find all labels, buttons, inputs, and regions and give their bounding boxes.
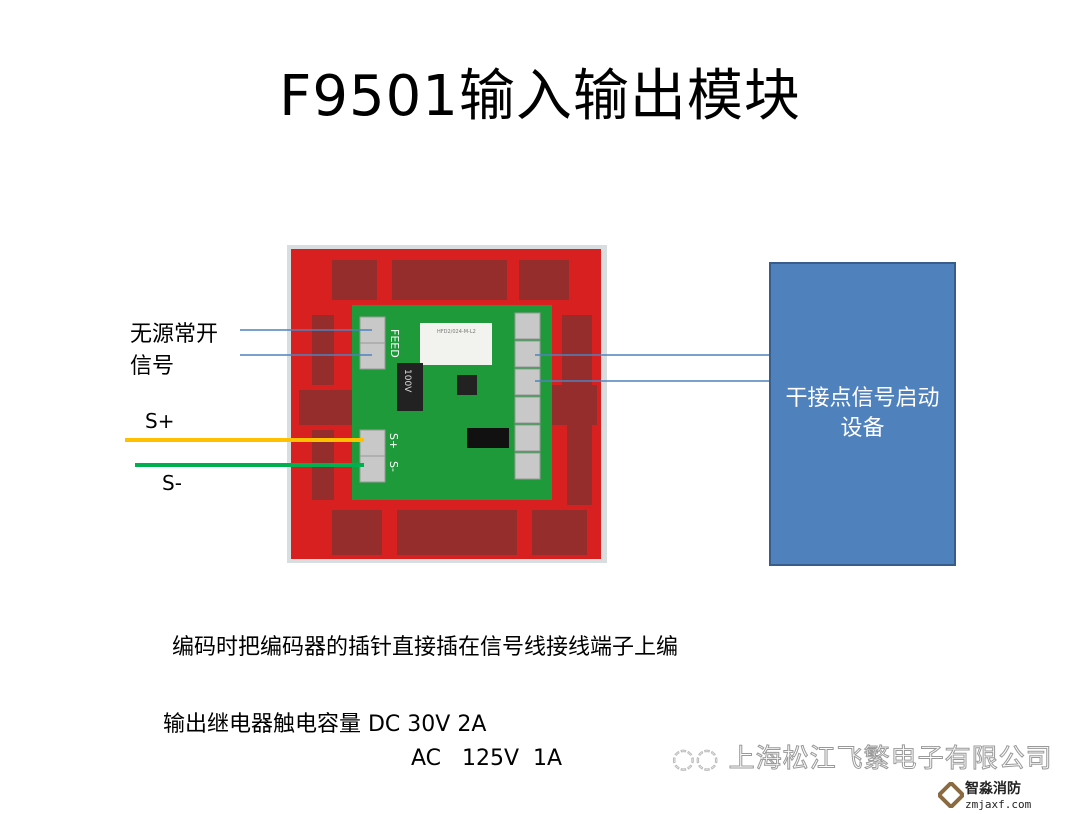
slide-title: F9501输入输出模块 xyxy=(279,64,801,129)
capacity-line-1: 输出继电器触电容量 DC 30V 2A xyxy=(163,712,487,737)
passive-no-label-1: 无源常开 xyxy=(130,322,219,347)
wechat-icon: ◌◌ xyxy=(671,744,720,775)
capacity-line-2: AC 125V 1A xyxy=(411,746,563,771)
passive-no-label-2: 信号 xyxy=(130,354,175,379)
logo-mark-icon xyxy=(938,782,964,808)
company-watermark: ◌◌ 上海松江飞繁电子有限公司 xyxy=(671,744,1053,775)
relay xyxy=(420,323,492,365)
capacitor xyxy=(397,363,423,411)
logo-name: 智淼消防 xyxy=(965,781,1021,797)
board-s-plus-label: S+ xyxy=(387,433,400,449)
module-photo: HFD2/024-M-L2 100V FEED S+ S- xyxy=(287,245,607,563)
component xyxy=(467,428,509,448)
board-s-minus-label: S- xyxy=(387,461,400,472)
terminal-blocks xyxy=(359,312,541,483)
company-name: 上海松江飞繁电子有限公司 xyxy=(728,744,1053,775)
s-plus-label: S+ xyxy=(145,409,175,433)
dry-contact-device-box: 干接点信号启动设备 xyxy=(769,262,956,566)
capacitor-text: 100V xyxy=(402,369,412,393)
device-box-text: 干接点信号启动设备 xyxy=(785,386,940,441)
feed-label: FEED xyxy=(388,329,401,358)
logo-site: zmjaxf.com xyxy=(965,798,1032,811)
coding-note: 编码时把编码器的插针直接插在信号线接线端子上编 xyxy=(172,635,679,660)
s-minus-label: S- xyxy=(162,471,182,495)
relay-text: HFD2/024-M-L2 xyxy=(437,329,476,335)
site-logo: 智淼消防 zmjaxf.com xyxy=(965,782,1031,812)
